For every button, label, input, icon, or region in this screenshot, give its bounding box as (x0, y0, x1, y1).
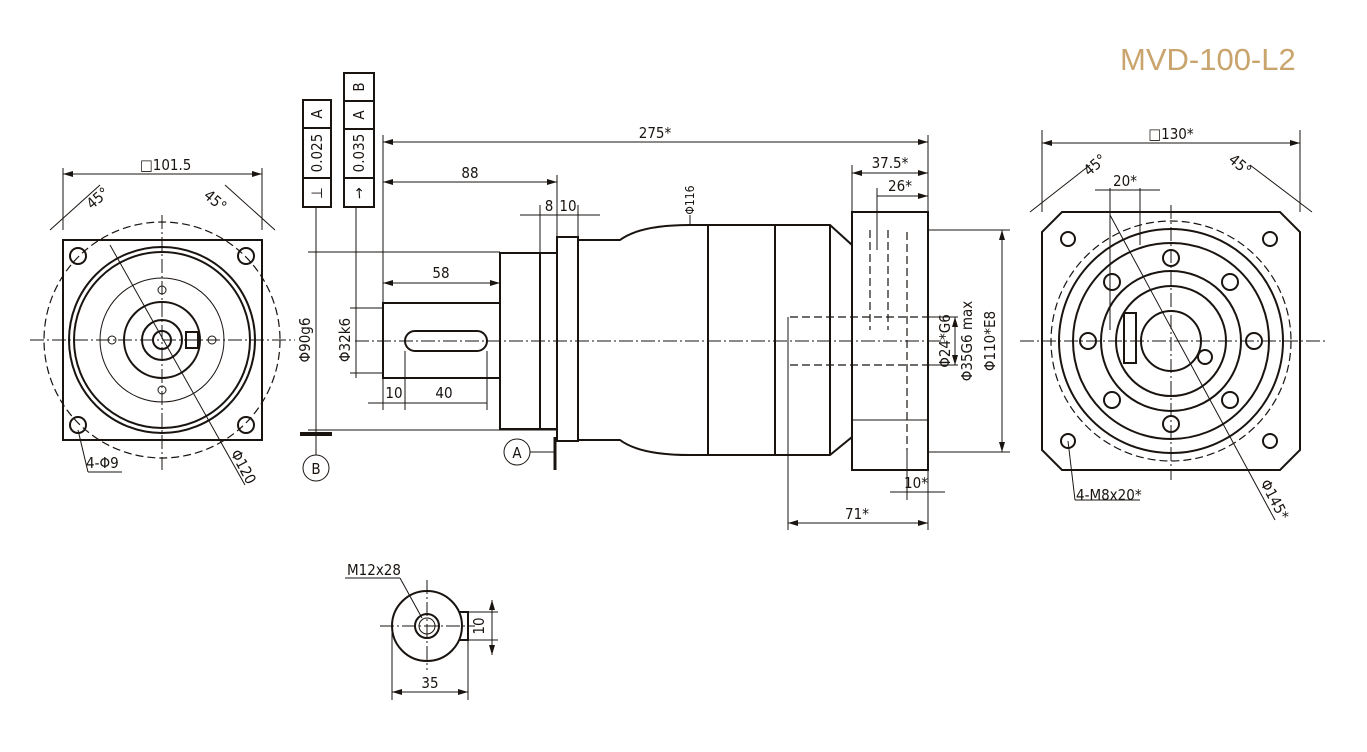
dim-26: 26* (888, 177, 912, 195)
key-height-dim: 10 (470, 617, 488, 634)
tolerance-frame-perpendicularity (302, 99, 332, 208)
runout-value: 0.035 (350, 134, 368, 173)
dim-key-offset: 10 (385, 384, 402, 402)
tolerance-frame-runout (343, 72, 375, 208)
dim-37-5: 37.5* (872, 154, 909, 172)
dim-key-length: 40 (435, 384, 452, 402)
section-width-dim: 35 (421, 674, 438, 692)
front-square-dim: □101.5 (140, 156, 191, 174)
mounting-holes (69, 247, 255, 434)
dim-pilot-110: Φ110*E8 (981, 311, 999, 371)
perp-value: 0.025 (308, 134, 326, 173)
dim-58: 58 (432, 264, 449, 282)
thread-dim: M12x28 (347, 561, 401, 579)
rear-view (1020, 130, 1325, 521)
rear-square-dim: □130* (1148, 125, 1194, 143)
corner-holes (1060, 231, 1278, 449)
rear-key-width: 20* (1113, 172, 1137, 190)
front-angle-left: 45° (83, 184, 113, 213)
perp-symbol: ⊥ (308, 187, 326, 199)
dim-8: 8 (545, 197, 554, 215)
keyway (404, 330, 488, 352)
dim-10-flange: 10 (559, 197, 576, 215)
datum-b-circle (302, 454, 330, 482)
dim-88: 88 (461, 164, 478, 182)
side-view (300, 135, 1010, 530)
dim-body-116: Φ116 (683, 185, 697, 214)
datum-b-label: B (311, 460, 320, 478)
dim-depth-10: 10* (904, 474, 928, 492)
datum-a-circle (503, 438, 531, 466)
front-angle-right: 45° (200, 186, 230, 215)
runout-datum-b: B (350, 82, 368, 91)
dim-total-length: 275* (639, 124, 672, 142)
runout-datum-a: A (350, 110, 368, 120)
perp-datum: A (308, 109, 326, 119)
runout-symbol: ↗ (349, 183, 370, 204)
front-pcd-dim: Φ120 (227, 447, 260, 488)
rear-angle-right: 45° (1225, 150, 1255, 179)
dim-bore-35: Φ35G6 max (958, 301, 976, 382)
dim-pilot-90: Φ90g6 (296, 318, 314, 363)
front-holes-dim: 4-Φ9 (86, 454, 119, 472)
rear-pcd-dim: Φ145* (1256, 476, 1292, 523)
gearbox-body (578, 224, 853, 456)
dim-bore-24: Φ24*G6 (936, 314, 954, 368)
front-view (30, 168, 295, 486)
dim-shaft-32: Φ32k6 (336, 318, 354, 362)
rear-flange-square (1041, 211, 1301, 471)
dim-71: 71* (845, 505, 869, 523)
shaft-section-detail (345, 577, 498, 700)
model-title: MVD-100-L2 (1120, 42, 1296, 77)
rear-threads-dim: 4-M8x20* (1076, 486, 1142, 504)
output-flange (851, 211, 929, 471)
datum-a-label: A (512, 444, 522, 462)
rear-angle-left: 45° (1080, 150, 1110, 179)
